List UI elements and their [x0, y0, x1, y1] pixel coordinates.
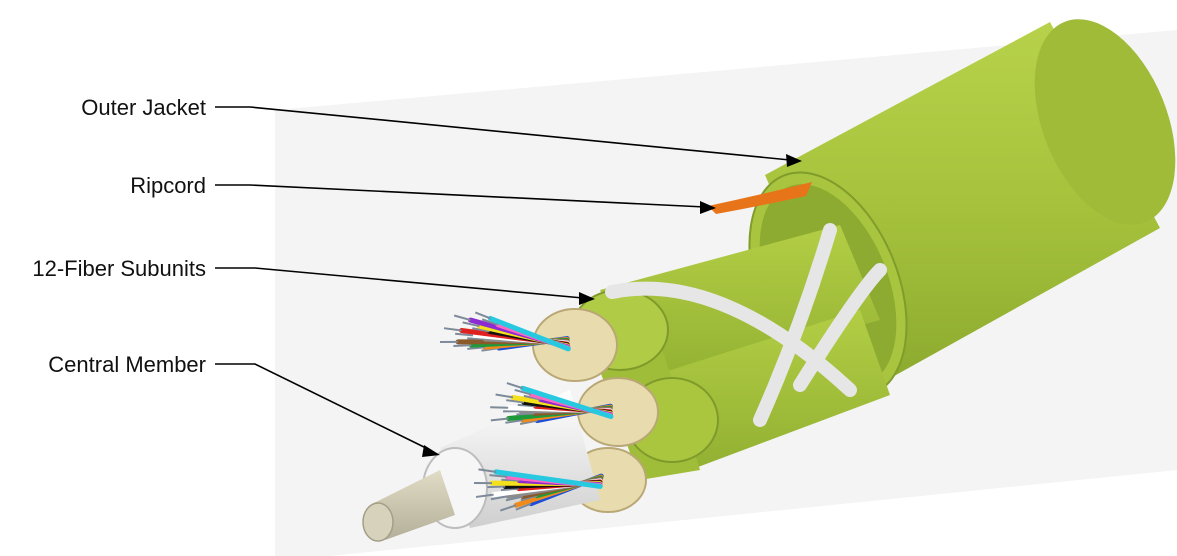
fiber-strand: [523, 394, 542, 401]
fiber-strand: [516, 412, 535, 416]
arrow-subunits: [579, 292, 595, 305]
fiber-strand: [515, 502, 532, 511]
leader-outer-jacket: [215, 106, 791, 161]
fiber: [493, 469, 603, 489]
fiber-strand: [478, 468, 497, 473]
fiber-strand: [474, 311, 491, 320]
fiber-strand: [453, 314, 471, 322]
arrow-central-member: [422, 445, 440, 457]
fiber-strand: [514, 388, 532, 396]
label-central-member: Central Member: [48, 352, 206, 377]
optical-fibers: [439, 311, 614, 512]
fiber-strand: [490, 406, 509, 409]
label-outer-jacket: Outer Jacket: [81, 95, 206, 120]
leader-subunits: [215, 267, 584, 299]
arrow-ripcord: [700, 201, 716, 214]
label-12-fiber-subunits: 12-Fiber Subunits: [32, 256, 206, 281]
fiber-strand: [505, 495, 523, 502]
fiber-strand: [499, 504, 517, 512]
leader-central-member: [215, 363, 431, 451]
fiber: [487, 315, 571, 352]
ripcord: [708, 182, 812, 214]
leader-lines: [215, 106, 791, 451]
fiber-strand: [517, 403, 536, 408]
fiber-strand: [506, 382, 524, 390]
fiber-strand: [487, 485, 506, 489]
fiber-strand: [519, 419, 538, 425]
fiber-strand: [490, 495, 509, 501]
fiber-strand: [505, 419, 524, 424]
label-ripcord: Ripcord: [130, 173, 206, 198]
fiber-strand: [475, 493, 494, 498]
fiber-strand: [506, 399, 524, 404]
fiber-strand: [472, 327, 490, 333]
fiber: [520, 385, 614, 419]
fiber-strand: [490, 417, 509, 422]
fiber-strand: [500, 487, 519, 492]
fiber-strand: [481, 318, 499, 326]
leader-arrowheads: [422, 154, 802, 457]
fiber-strand: [455, 332, 474, 337]
fiber-strand: [495, 393, 514, 399]
fiber-strand: [467, 346, 486, 350]
fiber-strand: [443, 327, 462, 332]
arrow-outer-jacket: [786, 154, 802, 167]
fiber-strand: [453, 344, 472, 348]
fiber-strand: [467, 337, 486, 341]
fiber-strand: [489, 474, 508, 478]
fiber-strand: [501, 478, 520, 482]
binder-tape: [605, 223, 887, 427]
leader-ripcord: [215, 184, 706, 208]
fiber-strand: [462, 321, 480, 328]
